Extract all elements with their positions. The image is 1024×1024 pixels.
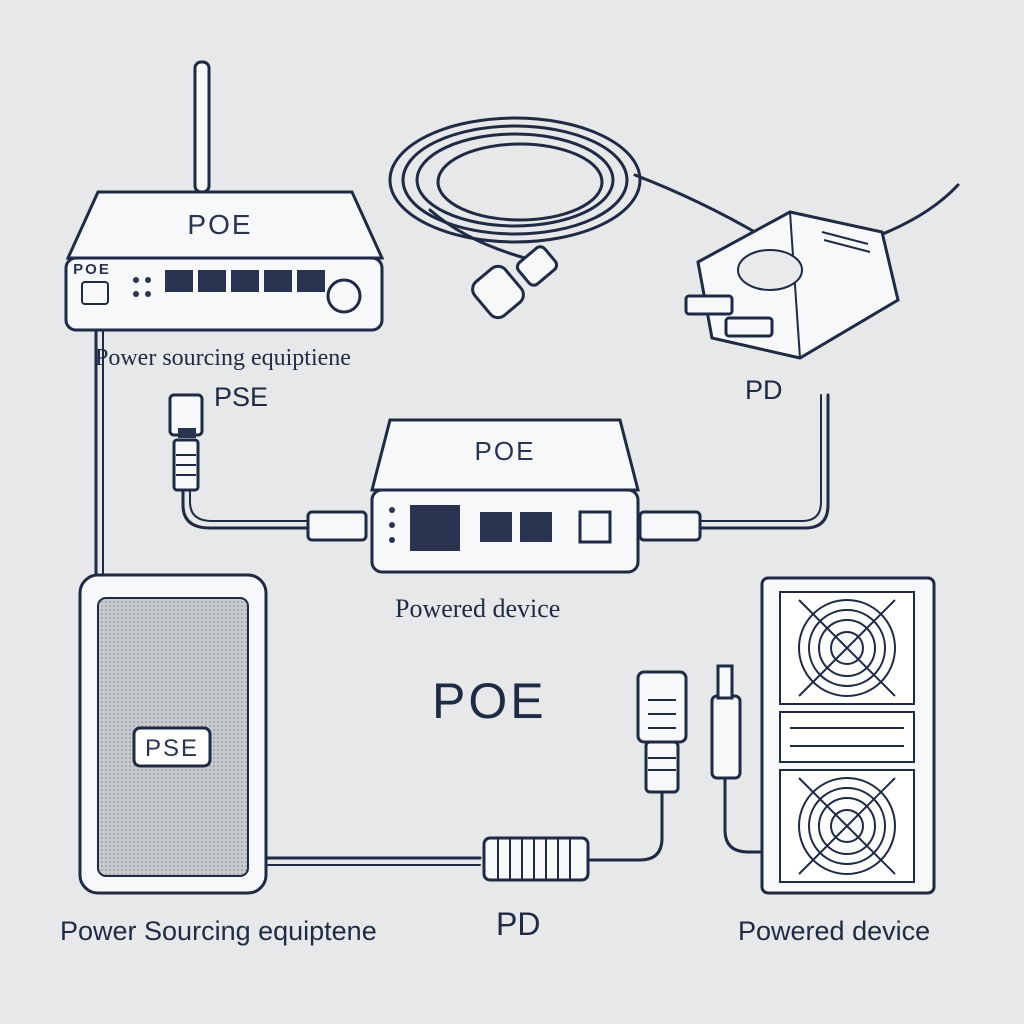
injector-left-plug (306, 510, 368, 542)
adapter-recess (737, 249, 803, 291)
cable-pse-to-injector-outline (189, 489, 311, 522)
router-port (198, 270, 226, 292)
power-adapter (684, 210, 900, 360)
router-leds (133, 277, 151, 297)
small-plug-tip (716, 664, 734, 700)
top-left-caption: Power sourcing equiptiene (95, 345, 351, 371)
fan-ring (818, 797, 876, 855)
server-bay-lines (790, 727, 904, 747)
fan-ring (818, 619, 876, 677)
injector-device: POE (306, 418, 702, 574)
fan-top (798, 599, 896, 697)
router-badge: POE (73, 261, 111, 278)
router-led (145, 277, 151, 283)
cable-coil-4 (436, 142, 604, 222)
coil-connector-head (471, 264, 525, 320)
fan-bottom (798, 777, 896, 875)
injector-right-plug (638, 510, 702, 542)
inline-connector-body (482, 836, 590, 882)
bottom-left-caption: Power Sourcing equiptene (60, 916, 377, 946)
injector-led (389, 522, 395, 528)
pse-plug (168, 393, 204, 492)
small-plug (710, 664, 742, 780)
injector-led (389, 537, 395, 543)
router-port (165, 270, 193, 292)
bottom-right-caption: Powered device (738, 916, 931, 946)
router-port (297, 270, 325, 292)
plug-ridges (176, 454, 196, 476)
router-led (133, 277, 139, 283)
server-bay (779, 711, 915, 763)
plug-clip (178, 428, 196, 438)
router-port (231, 270, 259, 292)
tower-badge-frame (132, 726, 212, 768)
rj45-contacts (648, 699, 676, 729)
cable-coil-to-adapter (633, 173, 762, 237)
rj45-plug (636, 670, 688, 794)
fan-ring (798, 777, 896, 875)
adapter-grille (821, 231, 871, 253)
cable-coil-1 (388, 116, 642, 244)
injector-leds (389, 507, 395, 543)
cables (94, 116, 960, 866)
server-device (760, 576, 936, 895)
router-device: POE POE (64, 60, 385, 332)
injector-label: POE (475, 436, 536, 466)
router-top-label: POE (187, 209, 252, 240)
router-power-button (326, 278, 362, 314)
coil-connector-boot (515, 245, 559, 287)
cable-coil-2 (401, 124, 629, 236)
fan-ring (808, 609, 886, 687)
adapter-edge (789, 211, 801, 359)
router-led (133, 291, 139, 297)
fan-grill (798, 599, 896, 697)
injector-power-jack (578, 510, 612, 544)
injector-port-large (410, 505, 460, 551)
injector-led (389, 507, 395, 513)
rj45-boot (644, 740, 680, 794)
cable-injector-to-pd (698, 393, 830, 530)
cable-injector-to-pd-outline (699, 394, 822, 522)
fan-grill (798, 777, 896, 875)
fan-ring (808, 787, 886, 865)
router-led (145, 291, 151, 297)
router-cable-plug (81, 281, 109, 305)
coil-connector (471, 245, 559, 320)
rj45-head (636, 670, 688, 744)
cable-pse-to-injector (181, 488, 312, 530)
bottom-middle-role: PD (496, 906, 541, 942)
cable-connector-to-plug (588, 788, 664, 862)
adapter-prong-1 (684, 294, 734, 316)
antenna (193, 60, 211, 194)
fan-ring (798, 599, 896, 697)
inline-connector-ridges (497, 838, 571, 880)
top-right-role: PD (745, 375, 783, 405)
cable-plug-to-server (723, 773, 762, 854)
tower-badge: PSE (145, 735, 199, 762)
injector-port (480, 512, 512, 542)
cable-coil-3 (415, 132, 615, 228)
tower-device: PSE (78, 573, 268, 895)
router-ports (165, 270, 325, 292)
small-plug-body (710, 694, 742, 780)
rj45-boot-ridges (648, 757, 676, 771)
adapter-prong-2 (724, 316, 774, 338)
inline-connector (482, 836, 590, 882)
middle-caption: Powered device (395, 594, 561, 623)
center-title: POE (432, 673, 547, 729)
cable-adapter-tail (878, 183, 960, 237)
injector-port (520, 512, 552, 542)
router-port (264, 270, 292, 292)
top-left-role: PSE (214, 382, 269, 412)
